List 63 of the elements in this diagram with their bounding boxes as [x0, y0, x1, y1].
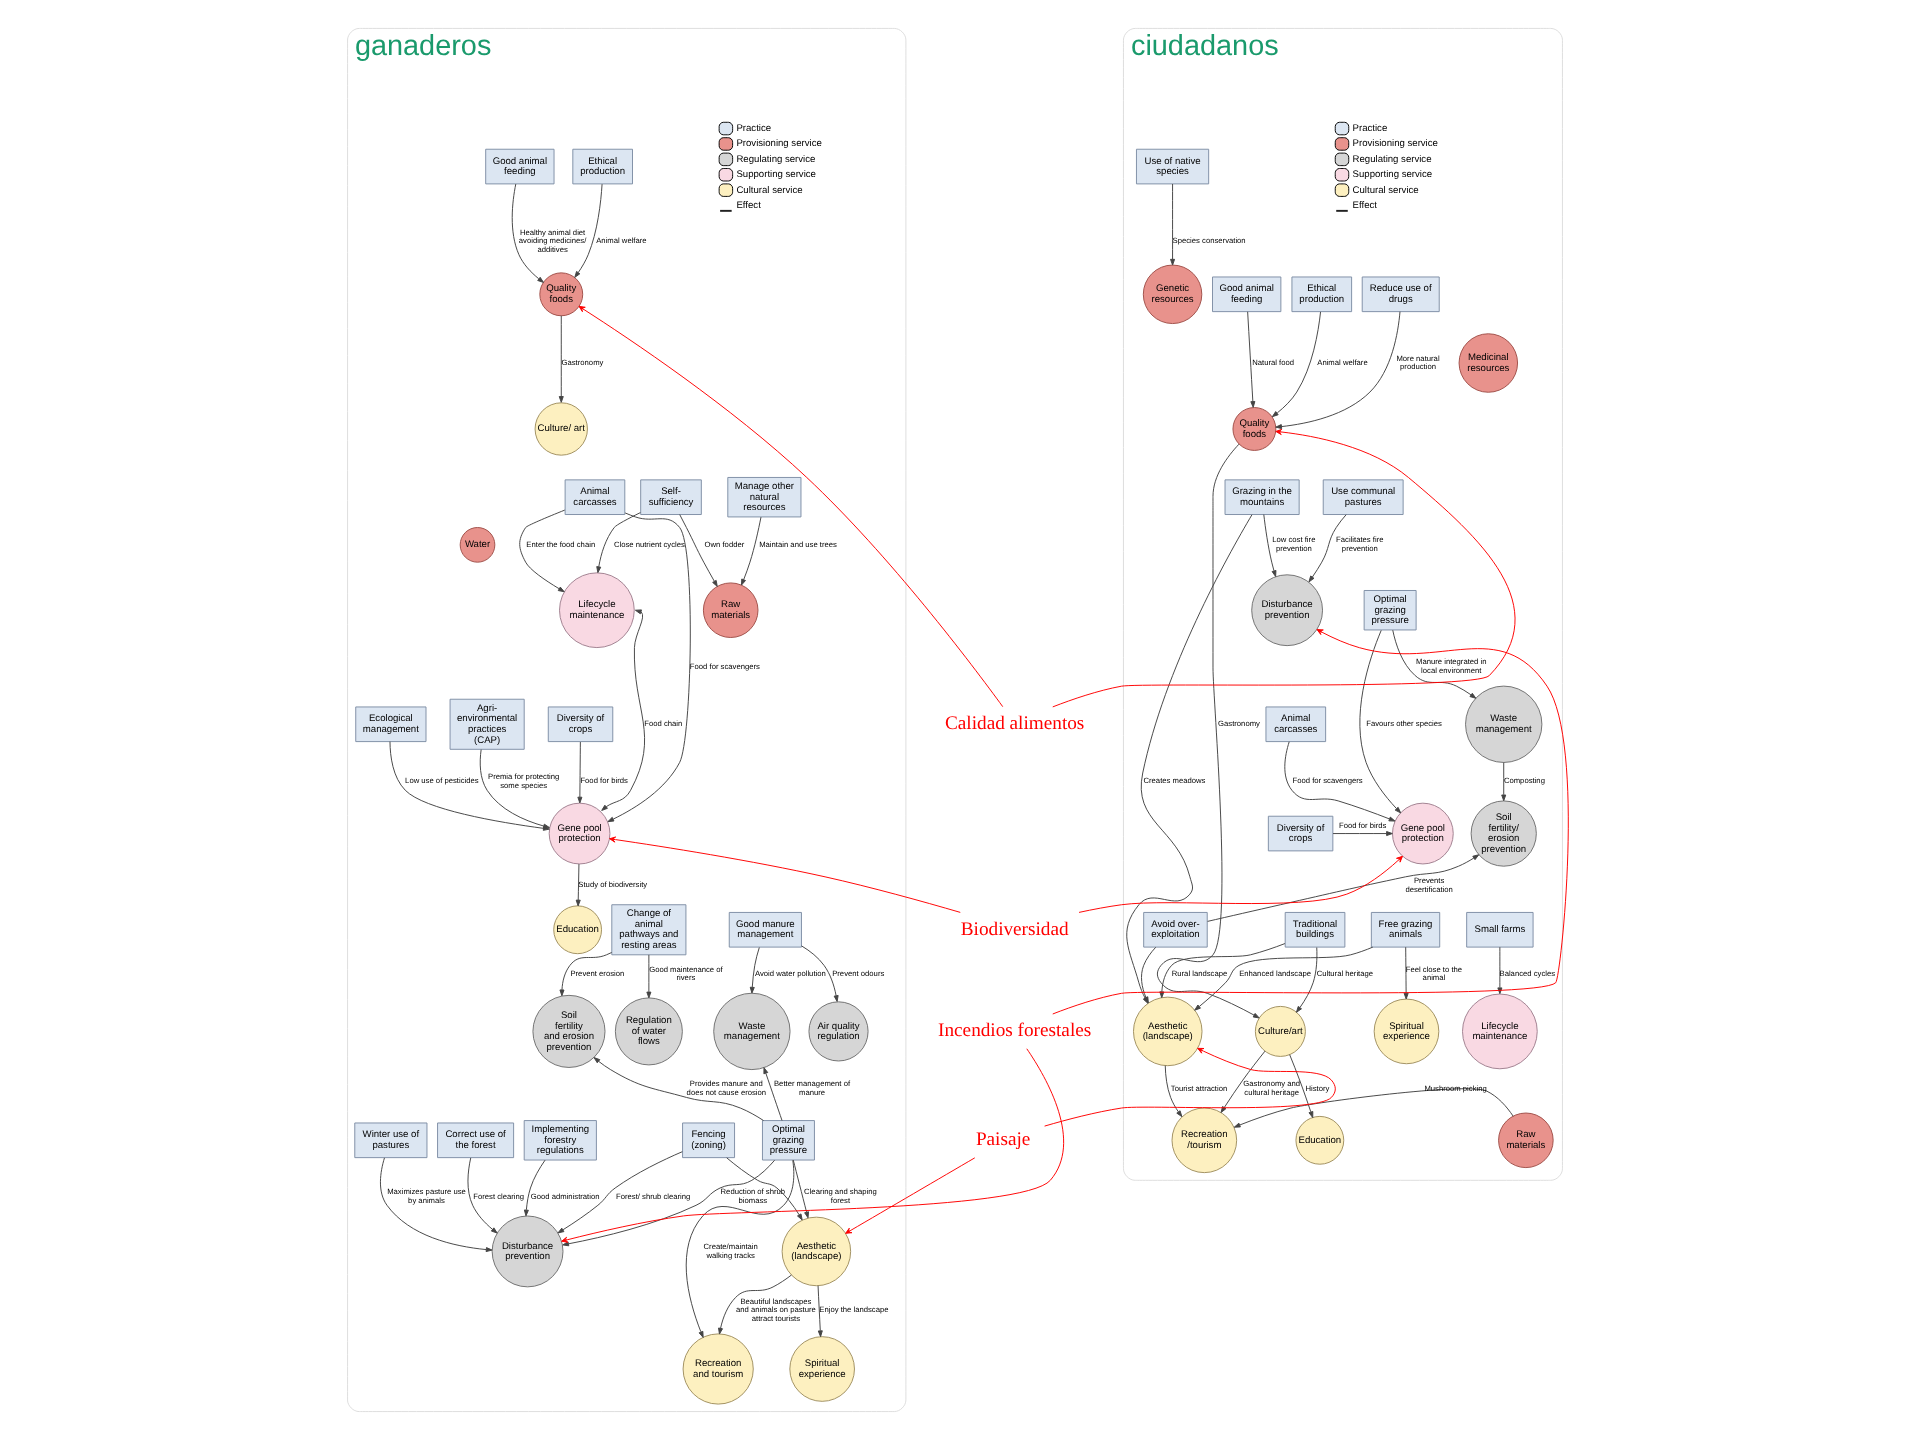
arrow [577, 741, 583, 804]
arrow [1359, 629, 1402, 814]
arrow [1284, 741, 1396, 822]
arrow [1247, 311, 1256, 408]
arrow [763, 1067, 783, 1122]
arrow [557, 1151, 683, 1234]
arrow [1170, 183, 1176, 266]
arrow [685, 1159, 795, 1338]
arrow [379, 1157, 493, 1253]
arrow [741, 516, 762, 586]
arrow [1275, 311, 1401, 430]
arrow [578, 305, 1004, 708]
arrow [511, 183, 544, 283]
arrow [1263, 514, 1277, 577]
arrow [1156, 443, 1260, 1019]
arrow [1220, 1050, 1266, 1113]
arrow [1403, 946, 1409, 1000]
arrow [1207, 854, 1480, 922]
node-text: Incendios forestales [938, 1020, 1092, 1043]
arrow [1271, 311, 1322, 418]
arrow [1289, 1054, 1314, 1119]
arrow [562, 1159, 776, 1247]
node-text: Biodiversidad [960, 918, 1069, 941]
arrow [817, 1285, 823, 1338]
arrow [1052, 428, 1516, 708]
arrow [596, 512, 641, 574]
node-text: Paisaje [975, 1129, 1031, 1152]
node-text: Calidad alimentos [945, 713, 1085, 736]
arrow [1332, 831, 1393, 837]
arrow [609, 836, 961, 913]
arrow [467, 1157, 498, 1234]
arrow [718, 1274, 792, 1335]
arrow [749, 947, 760, 994]
arrow [1141, 946, 1157, 1004]
arrow [607, 512, 691, 823]
arrow [679, 514, 718, 587]
arrow [1233, 1088, 1514, 1128]
arrow [519, 509, 566, 593]
arrow [601, 609, 646, 811]
arrow [1295, 947, 1318, 1013]
arrow [845, 1157, 976, 1234]
arrow [574, 183, 603, 278]
arrow [1308, 514, 1347, 583]
arrow [1052, 629, 1569, 1015]
arrow [1159, 943, 1286, 999]
arrow [726, 1157, 803, 1221]
arrow [1164, 1065, 1183, 1118]
arrow [1194, 946, 1374, 1011]
arrow [561, 1048, 1064, 1243]
arrow [575, 863, 581, 907]
arrow [801, 945, 839, 1002]
arrow [1044, 1047, 1336, 1127]
arrow [558, 315, 564, 403]
arrow [1392, 629, 1477, 699]
arrow [1497, 946, 1503, 995]
arrow [646, 954, 652, 999]
arrow [1501, 762, 1507, 802]
arrow [559, 952, 613, 997]
arrow [1078, 855, 1403, 913]
arrow [792, 1159, 810, 1219]
arrow [523, 1159, 546, 1217]
arrow [1126, 514, 1253, 1004]
arrow [593, 1057, 764, 1121]
